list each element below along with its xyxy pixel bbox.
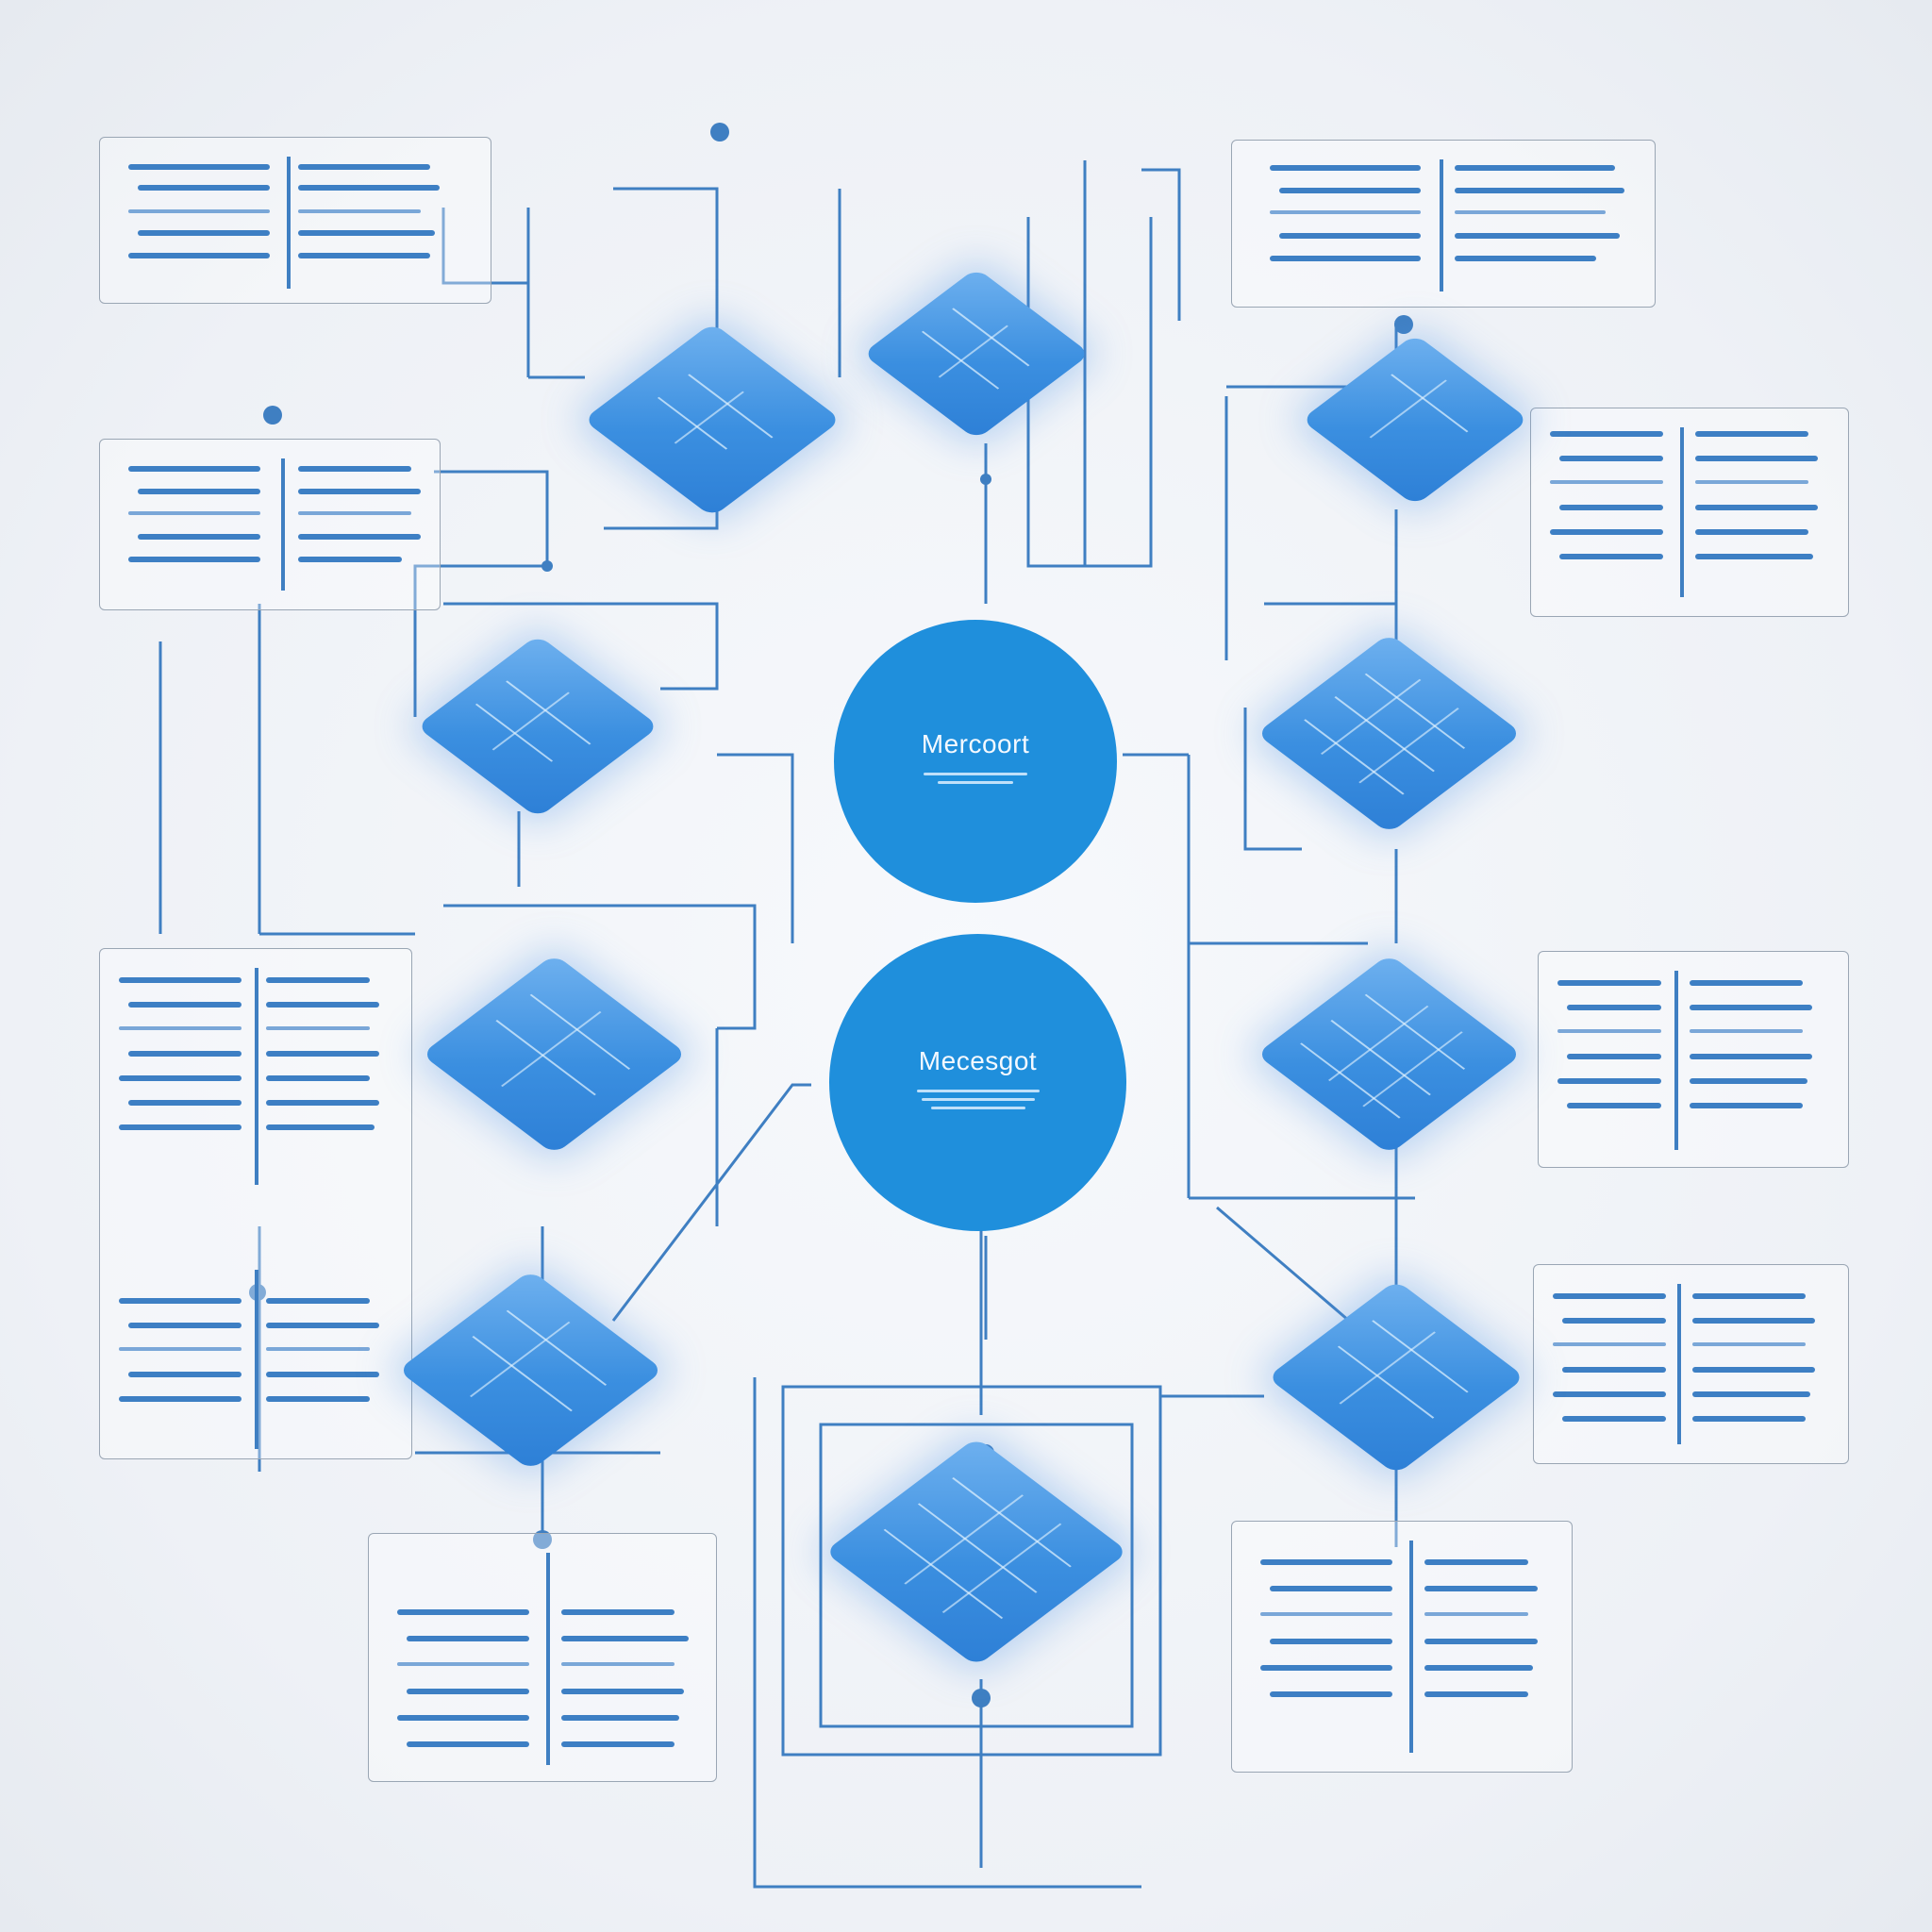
hub-title: Mercoort xyxy=(921,729,1030,758)
list-panel xyxy=(99,948,412,1459)
list-panel xyxy=(1530,408,1849,617)
hub-subtitle-lines xyxy=(924,773,1027,784)
hub-title: Mecesgot xyxy=(918,1046,1038,1075)
hub-node-secondary: Mecesgot xyxy=(829,934,1126,1231)
list-panel xyxy=(368,1533,717,1782)
list-panel xyxy=(99,439,441,610)
list-panel xyxy=(1533,1264,1849,1464)
list-panel xyxy=(1231,140,1656,308)
hub-node-primary: Mercoort xyxy=(834,620,1117,903)
hub-subtitle-lines xyxy=(916,1090,1040,1109)
list-panel xyxy=(1538,951,1849,1168)
list-panel xyxy=(1231,1521,1573,1773)
list-panel xyxy=(99,137,491,304)
